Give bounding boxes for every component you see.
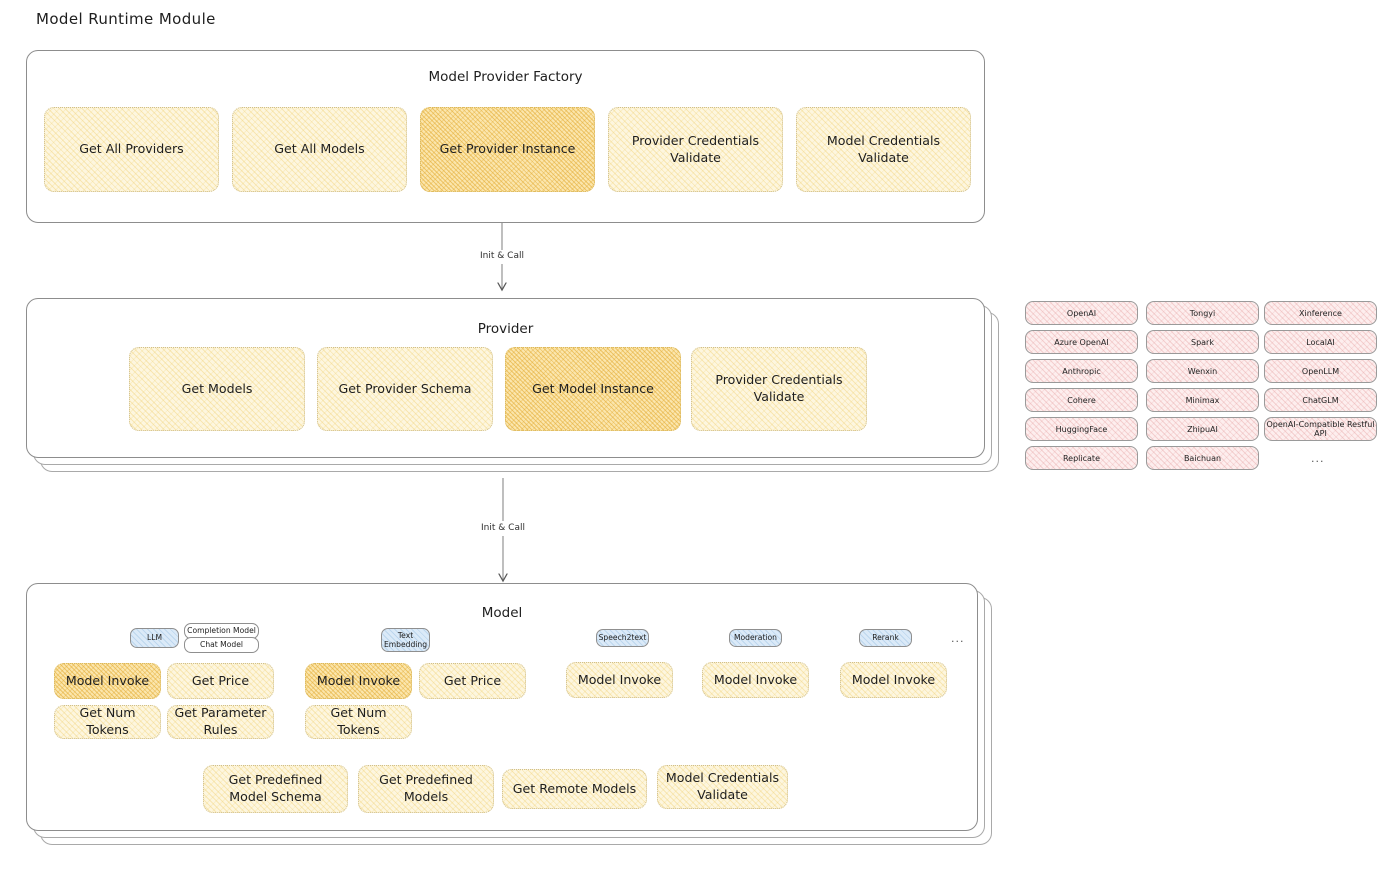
provider-tag-cohere[interactable]: Cohere [1025,388,1138,412]
badge-speech2text[interactable]: Speech2text [596,629,649,647]
provider-tag-replicate[interactable]: Replicate [1025,446,1138,470]
arrow-label-1: Init & Call [480,251,524,261]
node-embed-get-num-tokens[interactable]: Get Num Tokens [305,705,412,739]
provider-tag-localai[interactable]: LocalAI [1264,330,1377,354]
badge-text-embedding[interactable]: Text Embedding [381,628,430,652]
node-get-models[interactable]: Get Models [129,347,305,431]
node-get-provider-schema[interactable]: Get Provider Schema [317,347,493,431]
node-model-credentials-validate[interactable]: Model Credentials Validate [796,107,971,192]
badge-chat-model[interactable]: Chat Model [184,637,259,653]
factory-title: Model Provider Factory [428,69,583,85]
provider-tag-huggingface[interactable]: HuggingFace [1025,417,1138,441]
node-speech2text-model-invoke[interactable]: Model Invoke [566,662,673,698]
provider-tag-xinference[interactable]: Xinference [1264,301,1377,325]
provider-tag-chatglm[interactable]: ChatGLM [1264,388,1377,412]
node-get-all-providers[interactable]: Get All Providers [44,107,219,192]
node-rerank-model-invoke[interactable]: Model Invoke [840,662,947,698]
node-llm-get-parameter-rules[interactable]: Get Parameter Rules [167,705,274,739]
node-llm-get-price[interactable]: Get Price [167,663,274,699]
model-groups-more: ... [951,632,965,645]
node-get-model-instance[interactable]: Get Model Instance [505,347,681,431]
node-provider-credentials-validate-2[interactable]: Provider Credentials Validate [691,347,867,431]
page-title: Model Runtime Module [36,10,216,28]
provider-tag-openai[interactable]: OpenAI [1025,301,1138,325]
badge-moderation[interactable]: Moderation [729,629,782,647]
node-embed-get-price[interactable]: Get Price [419,663,526,699]
provider-tag-azure-openai[interactable]: Azure OpenAI [1025,330,1138,354]
node-get-remote-models[interactable]: Get Remote Models [502,769,647,809]
provider-tag-tongyi[interactable]: Tongyi [1146,301,1259,325]
model-title: Model [481,605,523,621]
provider-tag-wenxin[interactable]: Wenxin [1146,359,1259,383]
provider-tag-zhipuai[interactable]: ZhipuAI [1146,417,1259,441]
badge-rerank[interactable]: Rerank [859,629,912,647]
node-get-all-models[interactable]: Get All Models [232,107,407,192]
provider-tag-minimax[interactable]: Minimax [1146,388,1259,412]
node-llm-get-num-tokens[interactable]: Get Num Tokens [54,705,161,739]
node-get-provider-instance[interactable]: Get Provider Instance [420,107,595,192]
node-embed-model-invoke[interactable]: Model Invoke [305,663,412,699]
provider-tag-spark[interactable]: Spark [1146,330,1259,354]
node-get-predefined-model-schema[interactable]: Get Predefined Model Schema [203,765,348,813]
node-get-predefined-models[interactable]: Get Predefined Models [358,765,494,813]
provider-tag-openllm[interactable]: OpenLLM [1264,359,1377,383]
arrow-label-2: Init & Call [481,523,525,533]
node-moderation-model-invoke[interactable]: Model Invoke [702,662,809,698]
provider-tag-openai-compatible[interactable]: OpenAI-Compatible Restful API [1264,417,1377,441]
badge-llm[interactable]: LLM [130,628,179,648]
node-model-credentials-validate-2[interactable]: Model Credentials Validate [657,765,788,809]
provider-title: Provider [477,321,534,337]
provider-tags-more: ... [1311,452,1325,465]
provider-tag-baichuan[interactable]: Baichuan [1146,446,1259,470]
node-provider-credentials-validate[interactable]: Provider Credentials Validate [608,107,783,192]
node-llm-model-invoke[interactable]: Model Invoke [54,663,161,699]
provider-tag-anthropic[interactable]: Anthropic [1025,359,1138,383]
